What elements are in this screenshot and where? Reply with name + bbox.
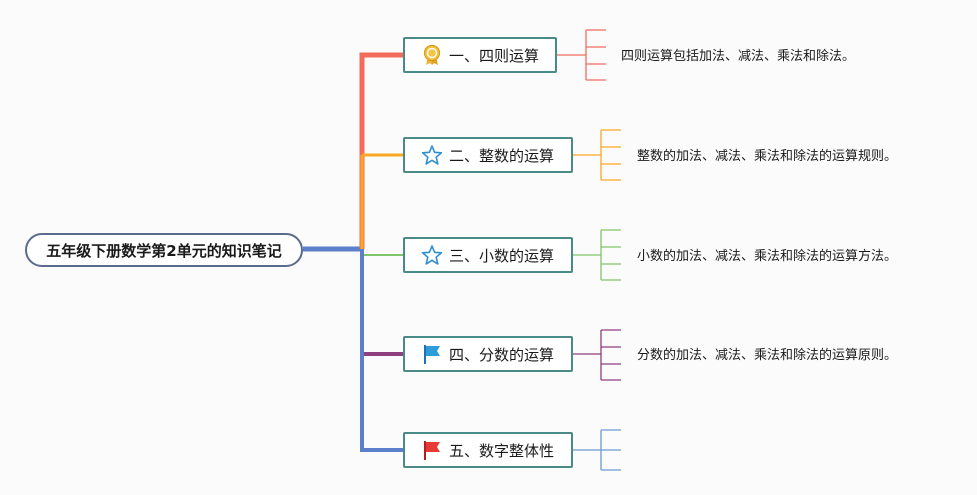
branch-label-4: 四、分数的运算 — [449, 345, 555, 364]
star-outline-icon — [421, 245, 443, 265]
note-bracket-1 — [557, 29, 606, 81]
branch-label-2: 二、整数的运算 — [449, 146, 555, 165]
branch-note-2: 整数的加法、减法、乘法和除法的运算规则。 — [637, 149, 898, 164]
branch-label-1: 一、四则运算 — [449, 46, 540, 65]
root-topic-label: 五年级下册数学第2单元的知识笔记 — [46, 241, 282, 260]
branch-connector-5 — [360, 249, 403, 452]
note-bracket-4 — [573, 329, 621, 381]
red-flag-icon — [424, 441, 440, 460]
branch-node-5[interactable]: 五、数字整体性 — [403, 432, 573, 468]
award-ribbon-icon — [423, 44, 441, 65]
blue-flag-icon — [424, 345, 440, 364]
branch-note-1: 四则运算包括加法、减法、乘法和除法。 — [621, 49, 856, 64]
note-bracket-3 — [573, 229, 621, 281]
branch-note-4: 分数的加法、减法、乘法和除法的运算原则。 — [637, 348, 898, 363]
branch-node-2[interactable]: 二、整数的运算 — [403, 137, 573, 173]
note-bracket-2 — [573, 129, 621, 181]
branch-connector-4 — [360, 249, 403, 356]
branch-node-4[interactable]: 四、分数的运算 — [403, 336, 573, 372]
branch-node-1[interactable]: 一、四则运算 — [403, 37, 557, 73]
branch-label-3: 三、小数的运算 — [449, 246, 555, 265]
branch-label-5: 五、数字整体性 — [449, 441, 555, 460]
branch-note-3: 小数的加法、减法、乘法和除法的运算方法。 — [637, 249, 898, 264]
root-topic[interactable]: 五年级下册数学第2单元的知识笔记 — [25, 233, 303, 267]
note-bracket-5 — [573, 429, 621, 471]
star-outline-icon — [421, 145, 443, 165]
branch-node-3[interactable]: 三、小数的运算 — [403, 237, 573, 273]
branch-connector-1 — [359, 52, 403, 249]
